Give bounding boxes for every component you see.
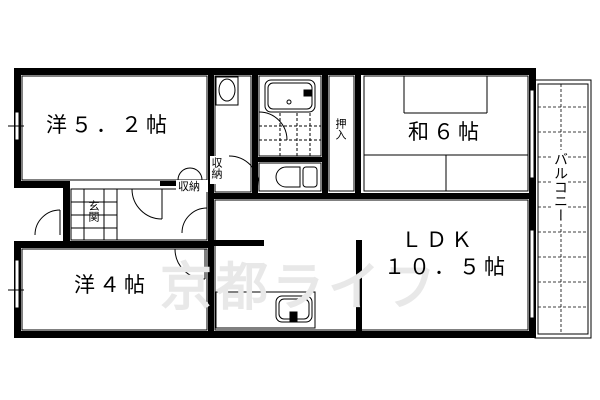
entrance-steps — [71, 189, 118, 240]
closet-push-in — [328, 75, 355, 192]
room-western-5-2 — [21, 75, 208, 181]
washbasin-icon — [215, 76, 239, 106]
room-ldk — [214, 199, 529, 331]
toilet-room — [258, 162, 322, 192]
room-label-ldk: ＬＤＫ — [401, 228, 476, 252]
bathroom — [258, 75, 322, 157]
interior-walls — [160, 68, 536, 338]
kitchen-sink-icon — [215, 291, 316, 329]
room-label-storage-1: 収納 — [177, 180, 201, 193]
windows — [8, 89, 535, 319]
room-label-ldk-size: １０．５帖 — [384, 255, 509, 279]
room-label-western-4: 洋４帖 — [74, 273, 149, 297]
toilet-icon — [275, 166, 318, 188]
room-label-entrance: 玄関 — [87, 200, 100, 222]
room-label-closet: 押入 — [334, 118, 347, 140]
room-label-japanese-6: 和６帖 — [408, 120, 483, 144]
washroom — [214, 75, 252, 193]
doors — [34, 111, 288, 280]
room-label-storage-2: 収納 — [210, 157, 223, 179]
bathtub-icon — [259, 79, 321, 156]
watermark: 京都ライフ — [160, 258, 441, 318]
room-label-balcony: バルコニー — [552, 150, 568, 224]
room-label-western-5-2: 洋５．２帖 — [46, 113, 171, 137]
tatami-lines — [364, 76, 528, 191]
